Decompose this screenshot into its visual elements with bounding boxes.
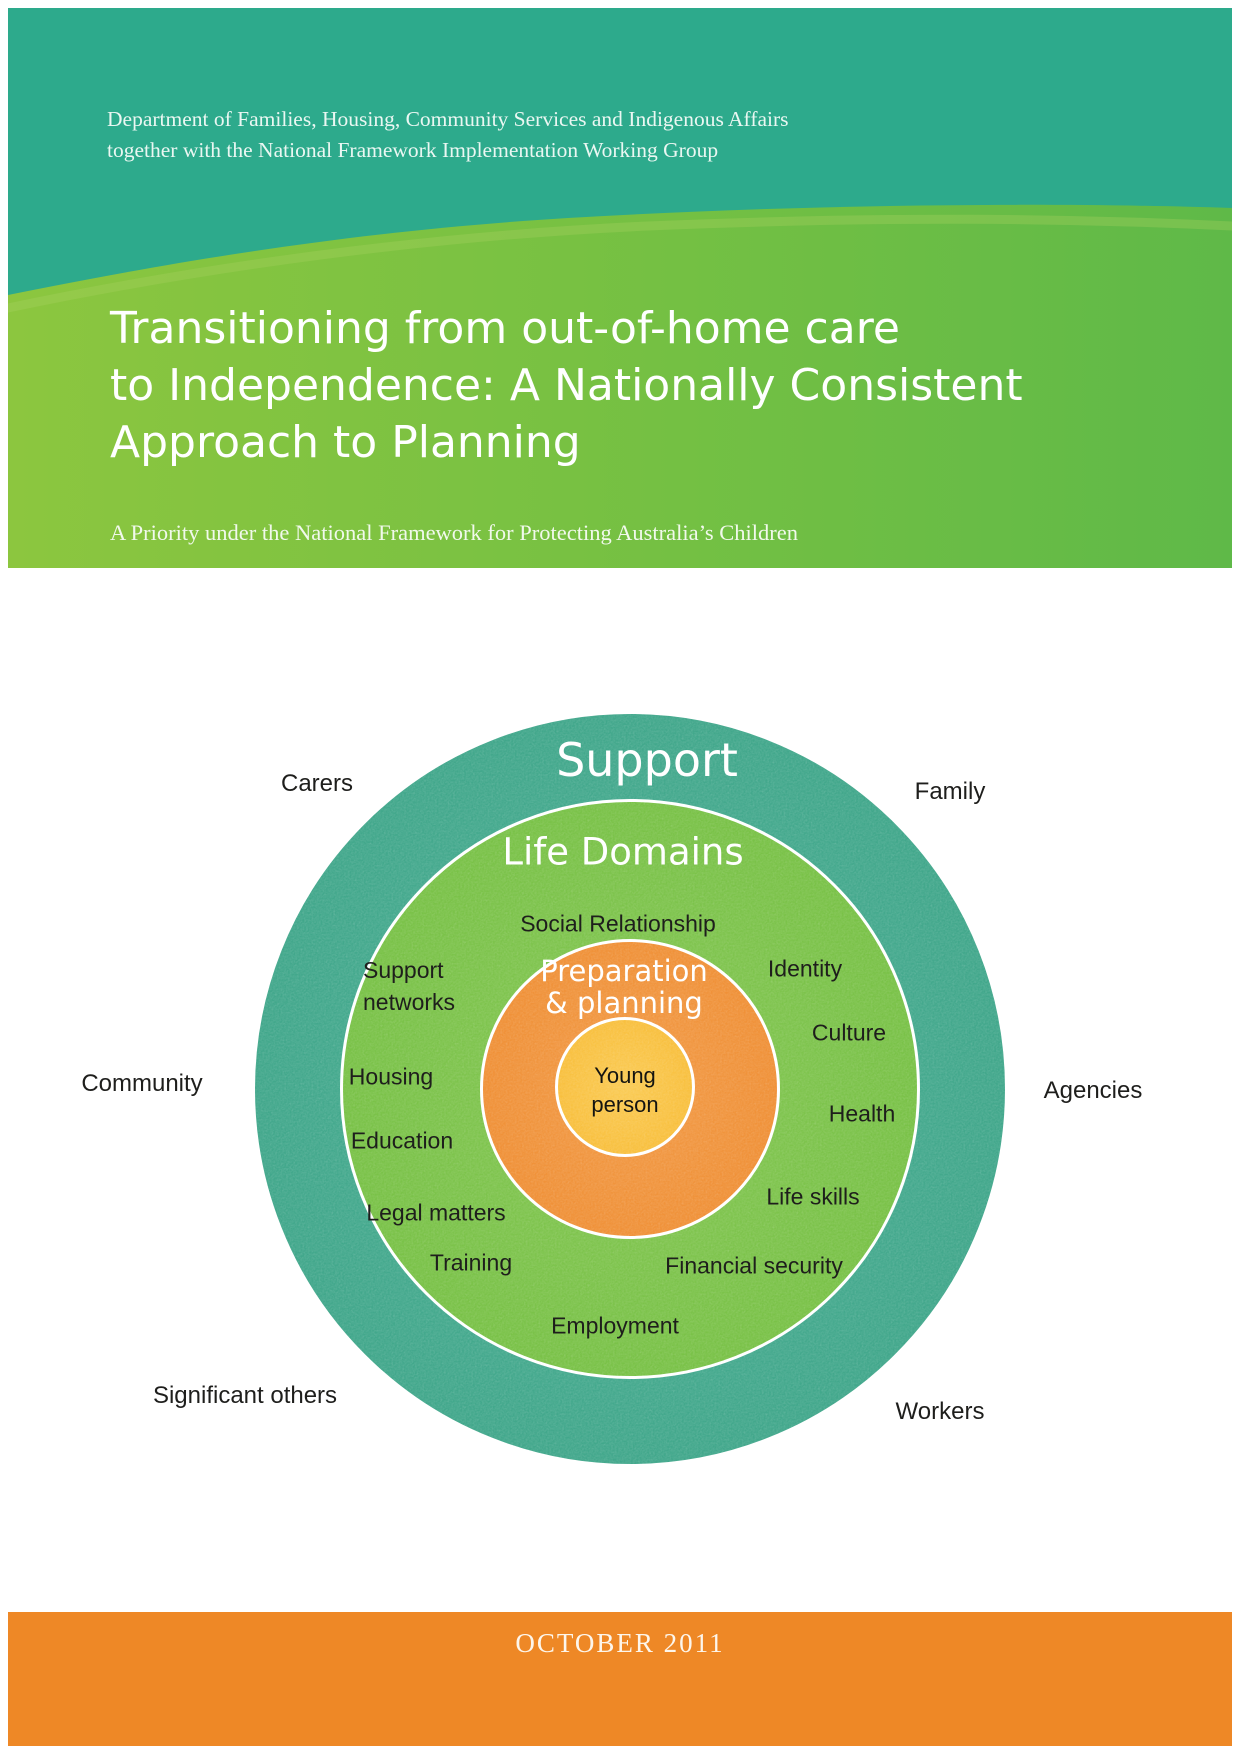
support-ring-label: Support [556,733,738,787]
support-community: Community [81,1070,203,1097]
title-line-3: Approach to Planning [110,417,581,468]
green-brush-band [8,204,1232,568]
domain-support-networks: Support networks [363,954,455,1018]
title-line-2: to Independence: A Nationally Consistent [110,360,1023,411]
domain-legal-matters: Legal matters [366,1199,506,1226]
domain-financial-security: Financial security [665,1252,843,1279]
department-line-1: Department of Families, Housing, Communi… [107,107,789,131]
domain-identity: Identity [767,955,843,982]
report-title: Transitioning from out-of-home care to I… [110,300,1023,471]
domain-social-relationship: Social Relationship [520,910,716,937]
support-networks-line-2: networks [363,989,456,1015]
young-person-line-2: person [591,1092,659,1117]
report-subtitle: A Priority under the National Framework … [110,520,798,545]
support-networks-line-1: Support [363,957,444,983]
brush-stroke-edge [8,204,1232,568]
support-significant-others: Significant others [152,1382,338,1409]
life-domains-ring-label: Life Domains [502,830,744,874]
support-family: Family [914,778,986,805]
support-carers: Carers [280,770,354,797]
domain-culture: Culture [811,1019,887,1046]
young-person-line-1: Young [594,1063,656,1088]
department-name-block: Department of Families, Housing, Communi… [107,104,789,166]
footer-bar: OCTOBER 2011 [8,1612,1232,1746]
preparation-line-1: Preparation [540,954,708,988]
preparation-planning-label: Preparation & planning [540,955,708,1019]
domain-housing: Housing [348,1063,434,1090]
domain-education: Education [350,1127,454,1154]
domain-training: Training [429,1249,513,1276]
support-workers: Workers [895,1398,985,1425]
publication-date: OCTOBER 2011 [515,1628,725,1658]
department-line-2: together with the National Framework Imp… [107,138,719,162]
brush-stroke-highlight [8,214,1232,313]
domain-health: Health [828,1100,896,1127]
domain-life-skills: Life skills [766,1183,860,1210]
title-line-1: Transitioning from out-of-home care [110,303,900,354]
preparation-line-2: & planning [545,986,703,1020]
domain-employment: Employment [551,1312,679,1339]
young-person-label: Young person [591,1061,658,1119]
support-agencies: Agencies [1043,1077,1143,1104]
